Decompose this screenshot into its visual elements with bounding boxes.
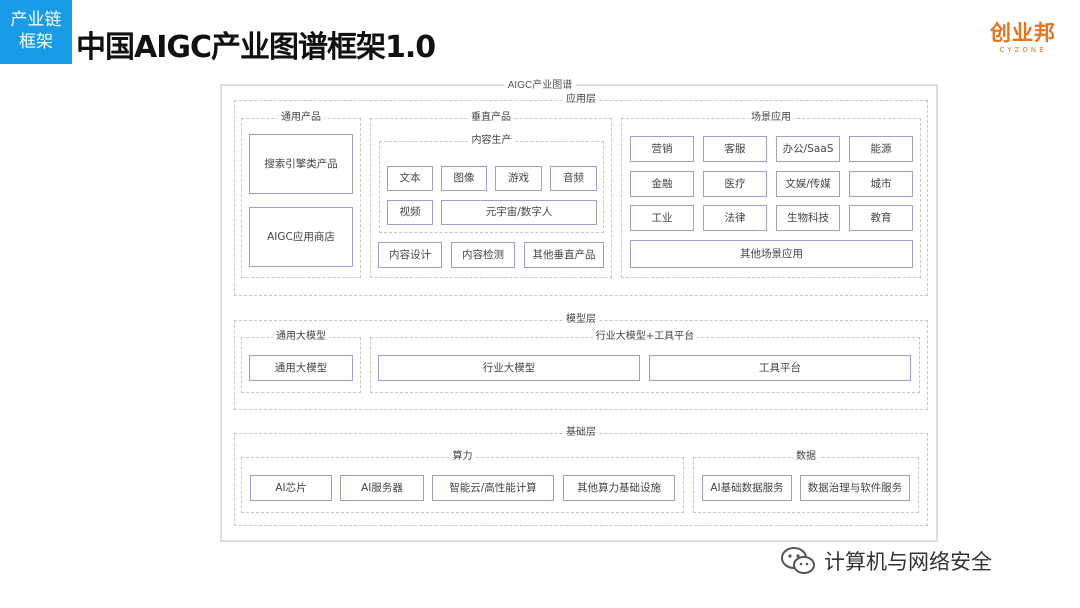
data-title: 数据 <box>694 451 918 463</box>
corner-tag: 产业链 框架 <box>0 0 72 64</box>
general-model-title: 通用大模型 <box>242 331 360 343</box>
corner-tag-line-1: 产业链 <box>10 10 62 30</box>
content-image: 图像 <box>441 166 487 191</box>
scene-biotech: 生物科技 <box>776 205 840 231</box>
logo-cn: 创业邦 <box>990 21 1056 45</box>
base-layer: 基础层 <box>234 427 928 526</box>
scene-finance: 金融 <box>630 171 694 197</box>
scene-customer-service: 客服 <box>703 136 767 162</box>
general-products-title: 通用产品 <box>242 112 360 124</box>
general-products-group: 通用产品 <box>241 112 361 278</box>
scene-other: 其他场景应用 <box>630 240 913 268</box>
scene-marketing: 营销 <box>630 136 694 162</box>
logo-en: CYZONE <box>999 46 1047 54</box>
ai-server: AI服务器 <box>340 475 424 501</box>
ai-chip: AI芯片 <box>250 475 332 501</box>
content-detection: 内容检测 <box>451 242 515 268</box>
compute-title: 算力 <box>242 451 683 463</box>
wechat-icon <box>781 547 815 574</box>
search-engine-products: 搜索引擎类产品 <box>249 134 353 194</box>
content-metaverse: 元宇宙/数字人 <box>441 200 597 225</box>
data-governance-software: 数据治理与软件服务 <box>800 475 910 501</box>
diagram-frame <box>220 84 938 542</box>
content-audio: 音频 <box>550 166 597 191</box>
smart-cloud-hpc: 智能云/高性能计算 <box>432 475 554 501</box>
industry-model-title: 行业大模型+工具平台 <box>371 331 919 343</box>
ai-basic-data-service: AI基础数据服务 <box>702 475 792 501</box>
corner-tag-line-2: 框架 <box>19 32 53 52</box>
other-compute-infra: 其他算力基础设施 <box>563 475 675 501</box>
watermark: 计算机与网络安全 <box>780 546 992 576</box>
other-vertical-products: 其他垂直产品 <box>524 242 604 268</box>
diagram-title: AIGC产业图谱 <box>0 76 1080 91</box>
base-layer-title: 基础层 <box>235 427 927 439</box>
app-layer: 应用层 <box>234 94 928 296</box>
vertical-products-group: 垂直产品 <box>370 112 612 278</box>
content-text: 文本 <box>387 166 433 191</box>
scene-city: 城市 <box>849 171 913 197</box>
general-model: 通用大模型 <box>249 355 353 381</box>
data-group: 数据 <box>693 451 919 513</box>
compute-group: 算力 <box>241 451 684 513</box>
watermark-text: 计算机与网络安全 <box>824 550 992 574</box>
scene-medical: 医疗 <box>703 171 767 197</box>
tool-platform: 工具平台 <box>649 355 911 381</box>
scene-office-saas: 办公/SaaS <box>776 136 840 162</box>
industry-model-group: 行业大模型+工具平台 <box>370 331 920 393</box>
model-layer: 模型层 <box>234 314 928 410</box>
scene-law: 法律 <box>703 205 767 231</box>
logo: 创业邦 CYZONE <box>988 20 1058 55</box>
page-title: 中国AIGC产业图谱框架1.0 <box>76 30 436 65</box>
content-design: 内容设计 <box>378 242 442 268</box>
scene-energy: 能源 <box>849 136 913 162</box>
content-production-group: 内容生产 <box>379 135 604 233</box>
model-layer-title: 模型层 <box>235 314 927 326</box>
content-production-title: 内容生产 <box>380 135 603 147</box>
app-layer-title: 应用层 <box>235 94 927 106</box>
scene-education: 教育 <box>849 205 913 231</box>
general-model-group: 通用大模型 <box>241 331 361 393</box>
aigc-app-store: AIGC应用商店 <box>249 207 353 267</box>
content-game: 游戏 <box>495 166 542 191</box>
vertical-products-title: 垂直产品 <box>371 112 611 124</box>
content-video: 视频 <box>387 200 433 225</box>
industry-model: 行业大模型 <box>378 355 640 381</box>
scene-apps-group: 场景应用 <box>621 112 921 278</box>
scene-apps-title: 场景应用 <box>622 112 920 124</box>
scene-industry: 工业 <box>630 205 694 231</box>
scene-entertainment-media: 文娱/传媒 <box>776 171 840 197</box>
